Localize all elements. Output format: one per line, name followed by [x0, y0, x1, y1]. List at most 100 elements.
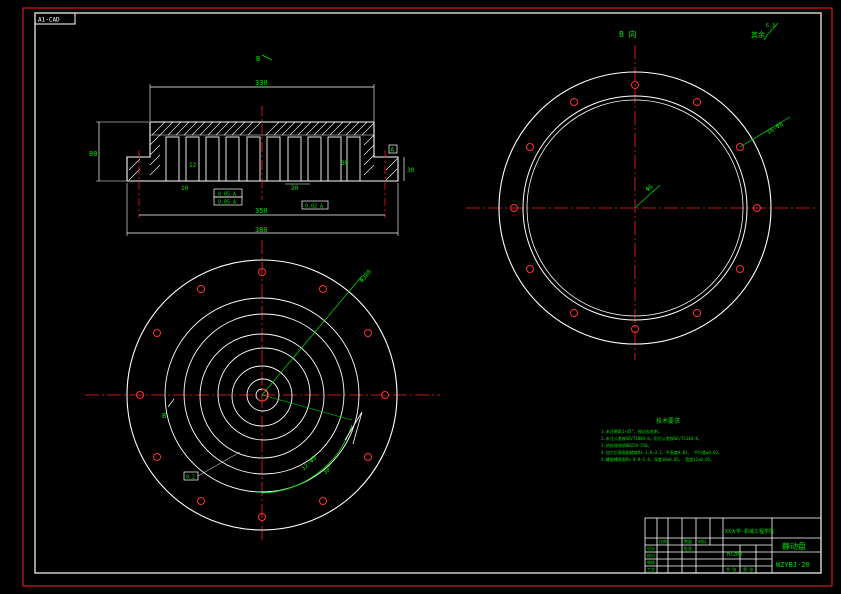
dim-d: 30 — [341, 160, 349, 167]
groove-channels — [165, 136, 361, 182]
roughness-symbol — [763, 22, 779, 41]
dim-height-left: 80 — [89, 150, 97, 158]
plan-view: Φ380 30° 12-Φ9 0.2 B — [85, 240, 440, 540]
b-bolt-hole — [631, 81, 639, 89]
plan-angle-arc — [261, 424, 353, 494]
format-label-box: A1-CAD — [34, 12, 76, 25]
title-block — [644, 517, 822, 574]
tolerance-frame-1: 0.05 A — [213, 188, 243, 198]
b-inner-circle-2 — [526, 99, 744, 317]
b-center-leader — [634, 184, 661, 209]
tb-label: 数量 — [684, 538, 692, 544]
tech-req-line: 4.加工后表面粗糙度Ra 1.6~3.2，平面度0.02， 平行度≤0.02。 — [601, 449, 722, 455]
plan-outer-circle — [126, 259, 398, 531]
b-bolt-hole — [736, 143, 744, 151]
dim-a: 12 — [189, 162, 197, 169]
tolerance-3: 0.02 A — [305, 204, 323, 210]
tech-req-line: 3.热处理调质HB220-250。 — [601, 442, 652, 448]
b-hole-label: 16-Φ8 — [766, 121, 785, 137]
plan-bolt-hole — [381, 391, 389, 399]
tolerance-1: 0.05 A — [218, 192, 236, 198]
tb-label: 批准 — [684, 545, 692, 551]
plan-angle-ray — [261, 394, 353, 421]
part-name: 静动盘 — [782, 541, 806, 551]
tb-label: 设计 — [647, 545, 655, 551]
plan-tol-box: 0.2 — [183, 451, 241, 481]
section-marker: B — [256, 55, 260, 63]
b-bolt-hole — [631, 325, 639, 333]
plan-datum-arrow — [167, 398, 175, 408]
plan-bolt-hole — [319, 285, 327, 293]
dim-inner-width: 350 — [255, 207, 268, 215]
b-hole-leader — [739, 116, 791, 148]
b-bolt-hole — [693, 98, 701, 106]
tb-label: 校对 — [647, 552, 655, 558]
dim-top-width: 330 — [255, 79, 268, 87]
b-inner-circle-1 — [522, 95, 748, 321]
roughness-note: 其余 — [751, 30, 765, 39]
b-view: B 向 其余 6.3 16-Φ8 Φ6 — [466, 22, 815, 360]
view-label: B 向 — [619, 29, 637, 39]
technical-requirements: 技术要求 1.未注倒角1×45°，锐边去毛刺。 2.未注公差按GB/T1804-… — [601, 417, 722, 462]
plan-diameter-label: Φ380 — [358, 268, 373, 284]
tb-label: 工艺 — [647, 567, 655, 572]
b-outer-circle — [498, 71, 772, 345]
dim-height-right: 30 — [407, 167, 415, 174]
drawing-number: WZYBJ-20 — [776, 561, 810, 569]
tolerance-frame-3: 0.02 A — [301, 200, 329, 210]
format-label: A1-CAD — [38, 17, 60, 24]
outer-border — [22, 7, 833, 587]
tolerance-2: 0.05 A — [218, 200, 236, 206]
plan-bolt-hole — [197, 285, 205, 293]
tb-label: 材料 — [698, 538, 706, 544]
spiral-wrap — [164, 297, 360, 493]
section-marker-arrow — [261, 54, 273, 61]
section-hatch — [128, 121, 398, 181]
b-bolt-hole — [510, 204, 518, 212]
plan-bolt-hole — [319, 497, 327, 505]
material: HT200 — [727, 552, 742, 558]
plan-tol-value: 0.2 — [186, 475, 195, 481]
b-bolt-hole — [736, 265, 744, 273]
dim-c: 20 — [291, 185, 299, 192]
plan-bolt-hole — [136, 391, 144, 399]
tb-label: 审核 — [647, 559, 655, 565]
plan-angle-label: 30° — [322, 464, 335, 476]
tech-req-line: 2.未注公差按GB/T1804-m，形位公差按GB/T1184-K。 — [601, 435, 702, 441]
plan-bolt-hole — [364, 453, 372, 461]
flange-outline — [126, 121, 399, 182]
dim-overall-width: 380 — [255, 226, 268, 234]
plan-bolt-hole — [153, 453, 161, 461]
tech-req-line: 1.未注倒角1×45°，锐边去毛刺。 — [601, 428, 662, 434]
title-block-text: XX大学·机械工程学院 静动盘 WZYBJ-20 HT200 共 张 第 张 设… — [647, 528, 810, 572]
tb-label: 比例 — [659, 538, 667, 544]
b-center-label: Φ6 — [645, 183, 655, 193]
sheet-count: 共 张 — [726, 566, 736, 572]
tech-req-title: 技术要求 — [656, 417, 680, 425]
inner-frame — [34, 12, 822, 574]
b-bolt-hole — [693, 309, 701, 317]
section-view: B — [89, 54, 415, 236]
plan-bolt-hole — [197, 497, 205, 505]
roughness-value: 6.3 — [766, 23, 775, 29]
sheet-index: 第 张 — [743, 566, 753, 572]
plan-hole-label: 12-Φ9 — [300, 454, 318, 472]
plan-diameter-leader — [261, 275, 363, 396]
datum-label: A — [391, 147, 395, 154]
plan-bolt-hole — [258, 513, 266, 521]
plan-section-arrow — [344, 411, 363, 445]
datum-box: A — [388, 144, 398, 154]
b-bolt-hole — [570, 309, 578, 317]
b-bolt-holes — [510, 81, 761, 333]
tech-req-line: 5.螺旋槽表面Ra 0.8~1.6，深度10±0.05， 宽度12±0.05。 — [601, 456, 714, 462]
plan-bolt-holes — [136, 268, 389, 521]
dim-b: 10 — [181, 185, 189, 192]
b-bolt-hole — [753, 204, 761, 212]
plan-datum-label: B — [162, 412, 166, 420]
tolerance-frame-2: 0.05 A — [213, 196, 243, 206]
company-name: XX大学·机械工程学院 — [725, 528, 774, 535]
b-bolt-hole — [570, 98, 578, 106]
plan-bolt-hole — [258, 268, 266, 276]
plan-bolt-hole — [364, 329, 372, 337]
